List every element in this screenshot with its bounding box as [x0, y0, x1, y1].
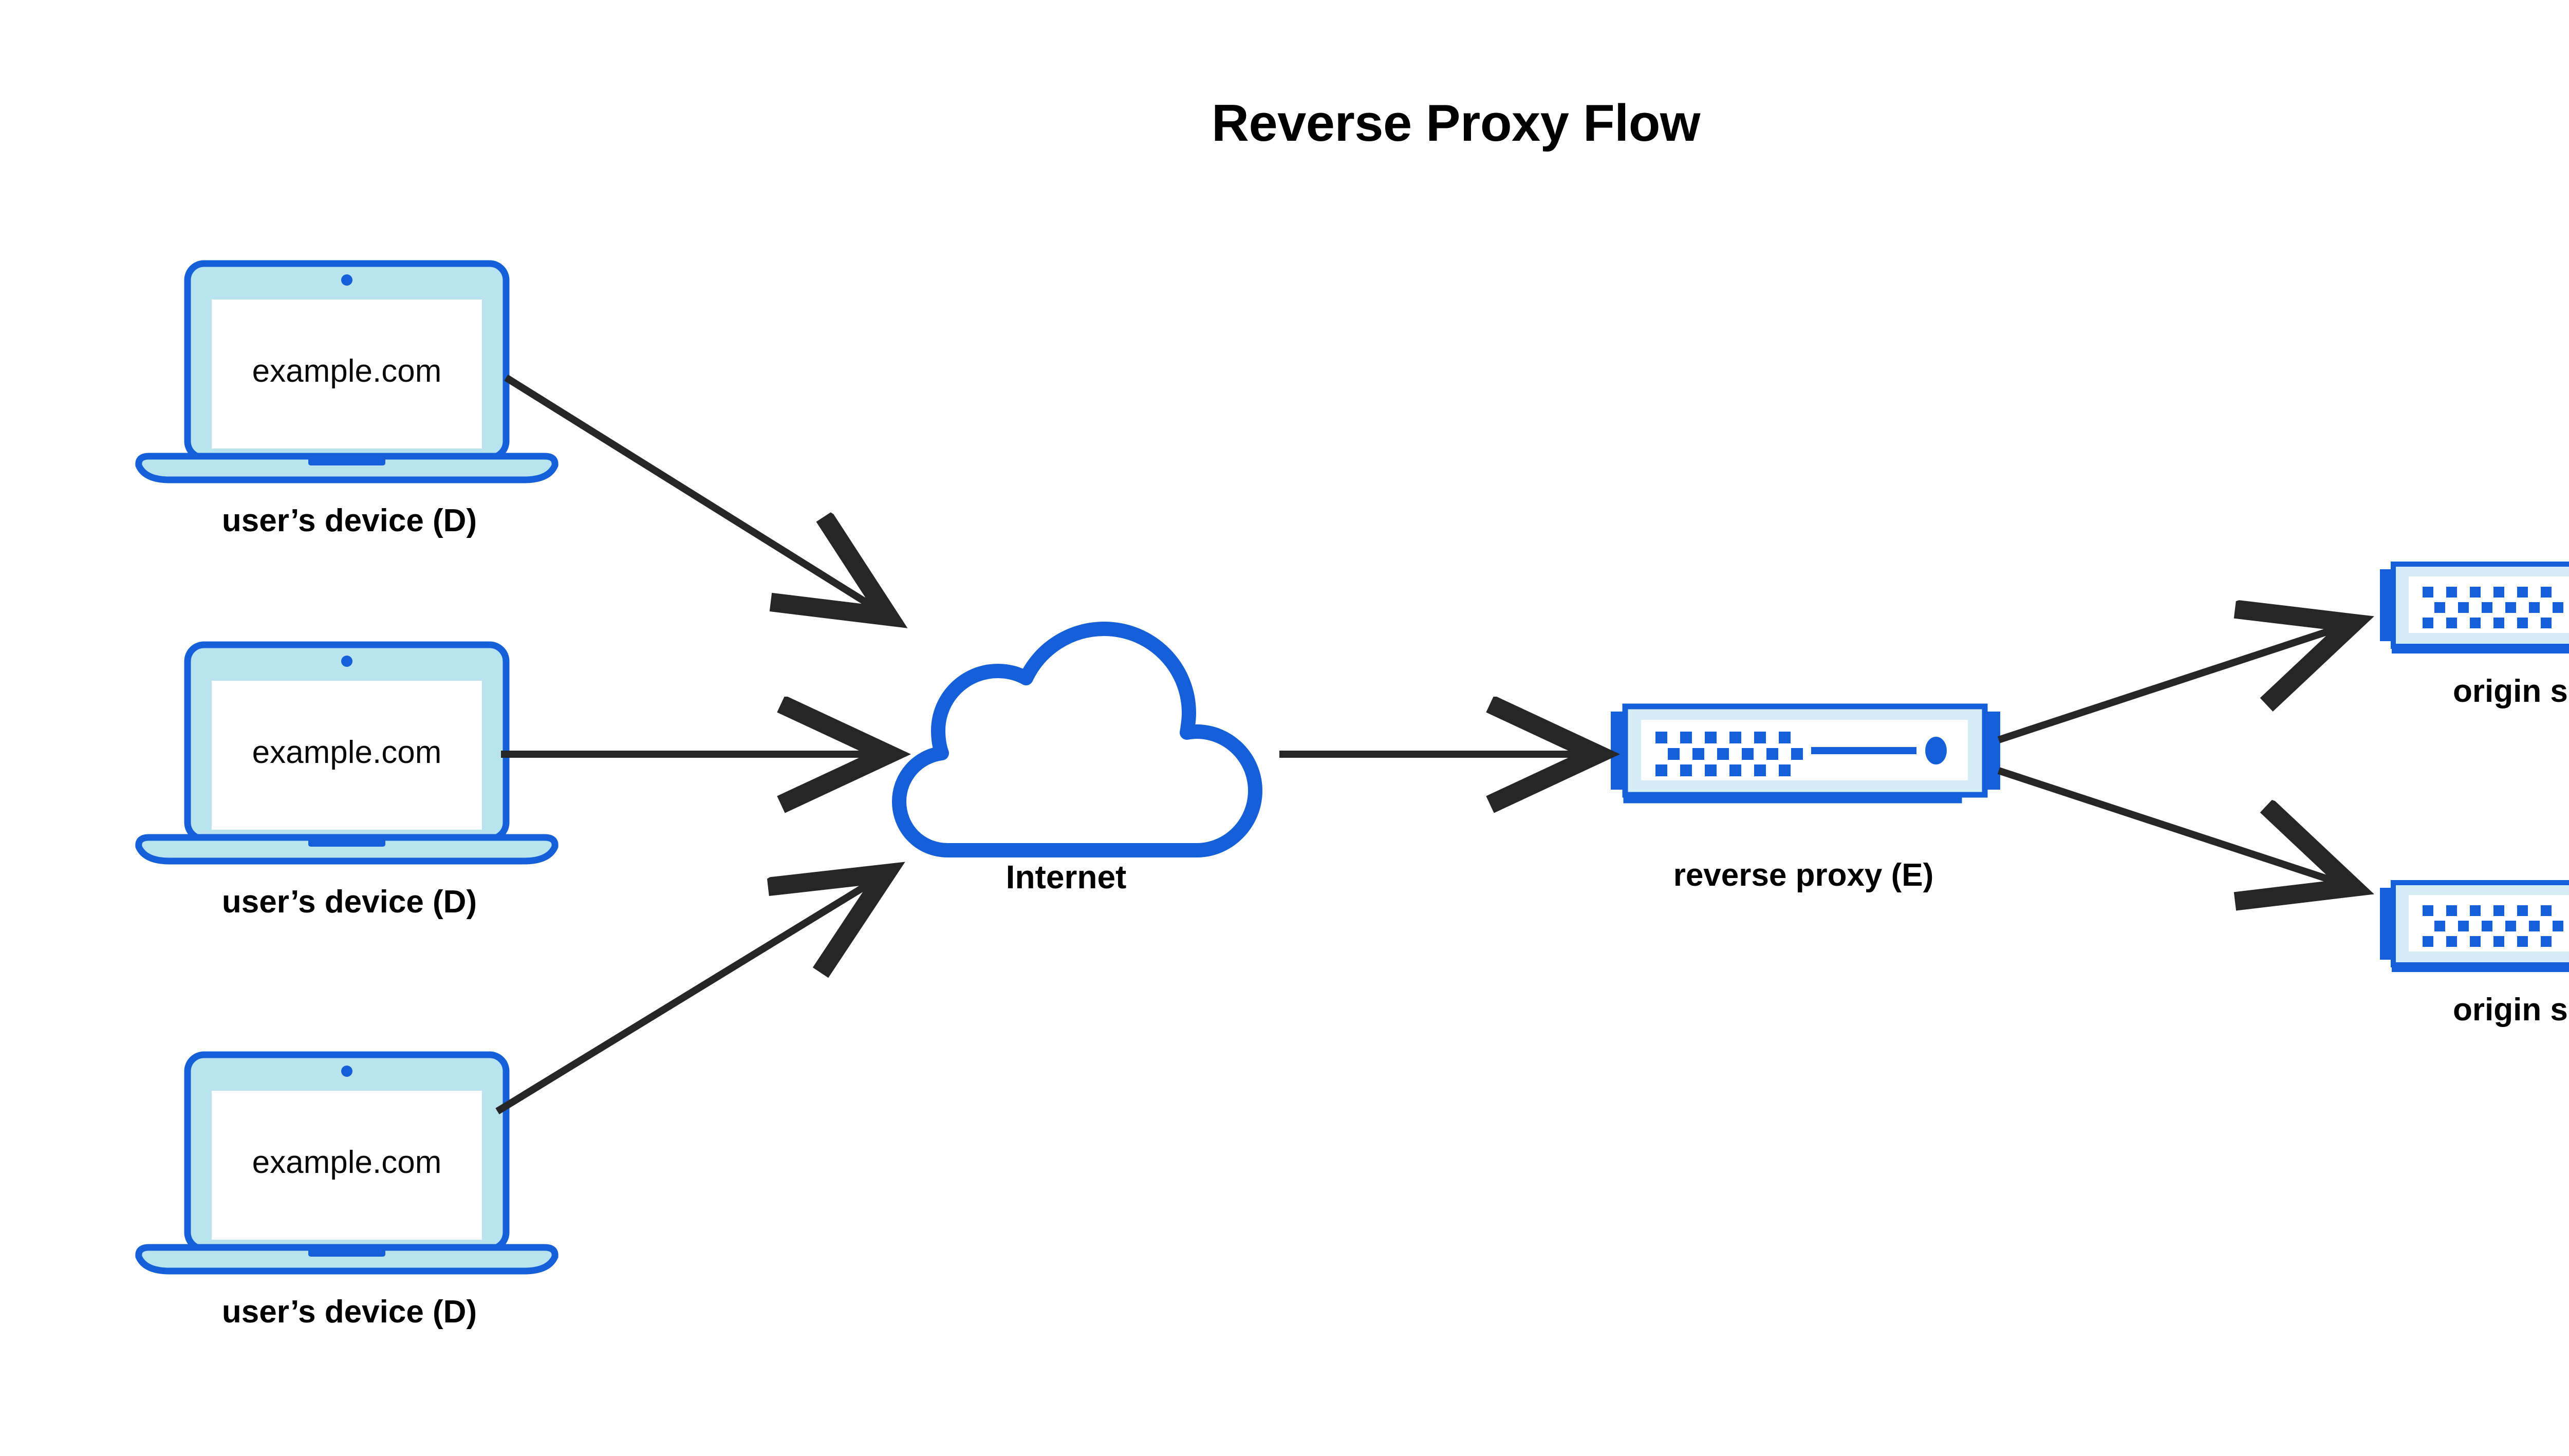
arrow-proxy-to-origin2	[1997, 767, 2353, 887]
proxy-label: reverse proxy (E)	[1673, 857, 1934, 893]
server-icon	[2380, 880, 2569, 972]
cloud-label: Internet	[1006, 858, 1127, 895]
server-icon	[2380, 562, 2569, 654]
device-label-2: user’s device (D)	[221, 884, 477, 920]
device-label-1: user’s device (D)	[221, 503, 477, 538]
device-label-3: user’s device (D)	[221, 1294, 477, 1330]
laptop-screen-text: example.com	[252, 735, 442, 770]
laptop-icon	[135, 1051, 559, 1275]
arrow-device1-to-internet	[504, 375, 889, 617]
server-icon	[1611, 703, 2000, 804]
origin-label-2: origin server (F)	[2453, 992, 2569, 1028]
origin-label-1: origin server (F)	[2453, 674, 2569, 709]
laptop-icon	[135, 260, 559, 483]
arrow-proxy-to-origin1	[1997, 623, 2353, 743]
cloud-icon	[892, 622, 1262, 857]
arrow-device3-to-internet	[495, 873, 886, 1114]
page-title: Reverse Proxy Flow	[1212, 95, 1700, 152]
laptop-screen-text: example.com	[252, 1145, 442, 1180]
laptop-icon	[135, 641, 559, 865]
laptop-screen-text: example.com	[252, 353, 442, 389]
